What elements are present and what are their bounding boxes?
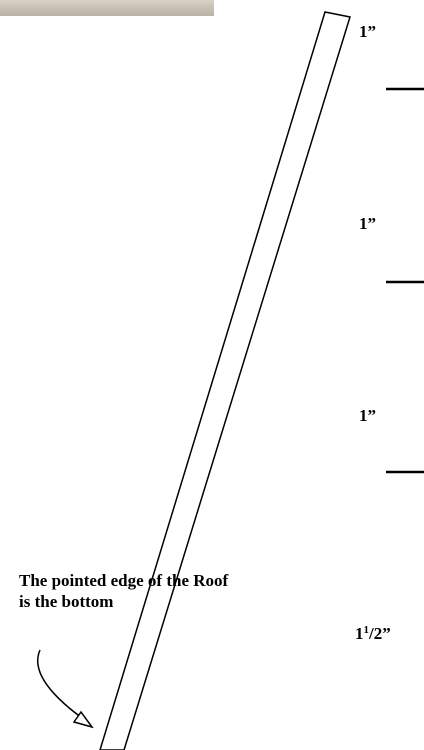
measurement-denominator: 2” bbox=[373, 624, 391, 643]
photo-fragment bbox=[0, 0, 214, 16]
measurement-label-4: 11/2” bbox=[355, 624, 391, 643]
note-line-2: is the bottom bbox=[19, 592, 114, 611]
measurement-label-2: 1” bbox=[359, 214, 376, 233]
measurement-numerator: 1 bbox=[363, 624, 370, 636]
roof-orientation-note: The pointed edge of the Roof is the bott… bbox=[19, 570, 349, 612]
measurement-label-1: 1” bbox=[359, 22, 376, 41]
measurement-label-3: 1” bbox=[359, 406, 376, 425]
curved-arrow-icon bbox=[36, 649, 83, 719]
note-line-1: The pointed edge of the Roof bbox=[19, 571, 229, 590]
measurement-slash: / bbox=[369, 624, 374, 643]
measurement-whole: 1 bbox=[355, 624, 364, 643]
arrowhead-icon bbox=[72, 710, 94, 729]
roof-board-outline bbox=[99, 11, 351, 750]
